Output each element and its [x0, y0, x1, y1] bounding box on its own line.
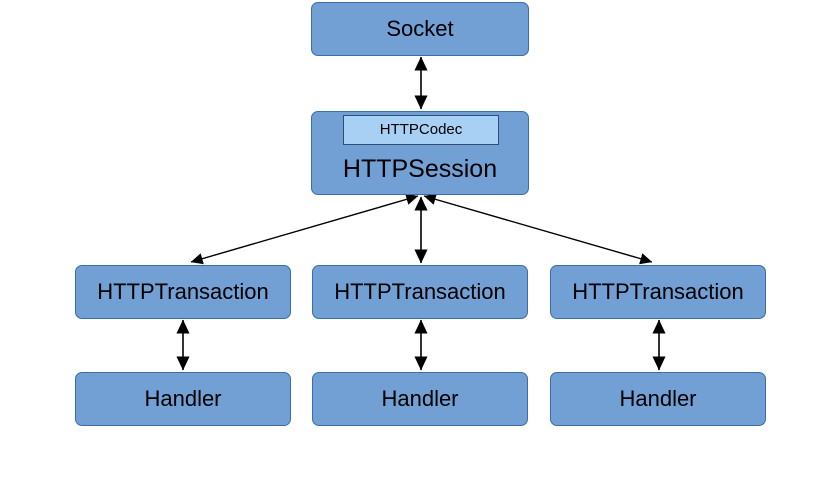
node-transaction-2-label: HTTPTransaction: [572, 279, 744, 305]
node-httpcodec-label: HTTPCodec: [379, 121, 463, 139]
node-transaction-0-label: HTTPTransaction: [97, 279, 269, 305]
node-handler-2-label: Handler: [619, 386, 697, 412]
connector-session-transaction-2: [423, 193, 653, 265]
node-transaction-1-label: HTTPTransaction: [334, 279, 506, 305]
node-handler-2[interactable]: Handler: [550, 372, 766, 426]
node-handler-0-label: Handler: [144, 386, 222, 412]
node-socket[interactable]: Socket: [311, 2, 529, 56]
node-socket-label: Socket: [386, 16, 454, 42]
node-handler-1-label: Handler: [381, 386, 459, 412]
connector-session-transaction-0: [190, 193, 419, 265]
node-transaction-0[interactable]: HTTPTransaction: [75, 265, 291, 319]
node-transaction-1[interactable]: HTTPTransaction: [312, 265, 528, 319]
node-handler-0[interactable]: Handler: [75, 372, 291, 426]
node-handler-1[interactable]: Handler: [312, 372, 528, 426]
node-httpcodec[interactable]: HTTPCodec: [343, 115, 499, 145]
node-httpsession[interactable]: HTTPCodec HTTPSession: [311, 111, 529, 195]
node-httpsession-label: HTTPSession: [342, 155, 498, 183]
node-transaction-2[interactable]: HTTPTransaction: [550, 265, 766, 319]
